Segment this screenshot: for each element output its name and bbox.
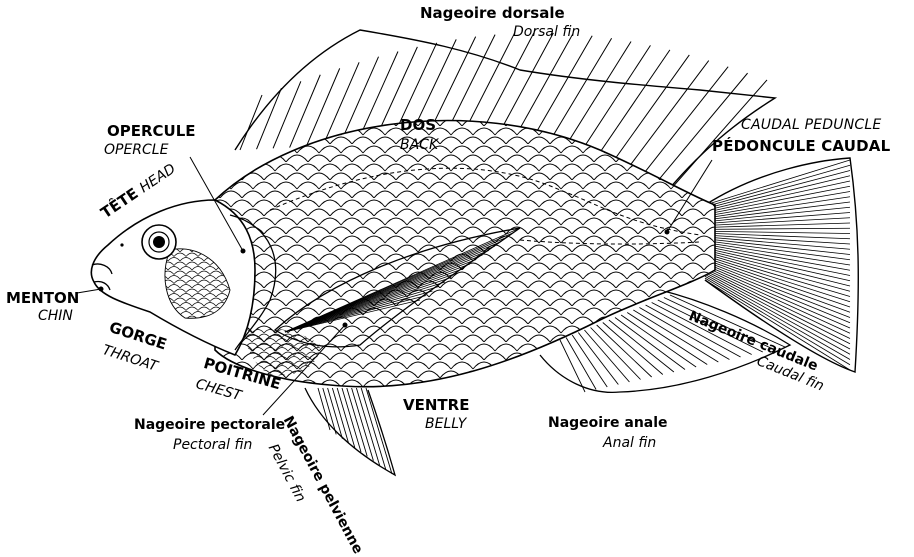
caudal-fin-ray — [705, 223, 850, 228]
pupil — [153, 236, 165, 248]
caudal-fin-ray — [705, 259, 850, 312]
caudal-fin-ray — [705, 250, 850, 286]
label-caudal-peduncle-en: CAUDAL PEDUNCLE — [741, 118, 881, 132]
caudal-fin-ray — [705, 244, 850, 270]
fish-illustration — [0, 0, 914, 543]
label-pectoral-fr: Nageoire pectorale — [134, 418, 285, 432]
label-opercle-fr: OPERCULE — [107, 124, 196, 139]
caudal-fin-ray — [705, 171, 850, 209]
pelvic-fin-ray — [337, 388, 355, 448]
pelvic-fin-ray — [332, 388, 348, 443]
label-chin-fr: MENTON — [6, 291, 79, 306]
leader-chin — [77, 289, 101, 293]
marker-peduncle — [665, 230, 670, 235]
caudal-fin-ray — [705, 246, 850, 275]
caudal-fin-ray — [705, 235, 850, 244]
caudal-fin-ray — [705, 254, 850, 297]
marker-chin — [99, 287, 104, 292]
nostril — [120, 243, 123, 246]
pelvic-fin-ray — [361, 388, 386, 470]
label-back-fr: DOS — [400, 118, 436, 133]
label-back-en: BACK — [400, 138, 438, 152]
anal-fin-ray — [597, 325, 652, 377]
dorsal-fin-ray — [240, 95, 262, 150]
caudal-fin-ray — [705, 237, 850, 249]
caudal-fin-ray — [705, 241, 850, 260]
label-dorsal-en: Dorsal fin — [513, 25, 580, 39]
caudal-fin-ray — [705, 258, 850, 308]
caudal-fin-ray — [705, 228, 850, 229]
caudal-fin-ray — [705, 265, 850, 328]
label-belly-en: BELLY — [425, 417, 466, 431]
dorsal-fin-ray — [637, 67, 728, 182]
label-anal-en: Anal fin — [603, 436, 656, 450]
label-chin-en: CHIN — [38, 309, 73, 323]
caudal-fin-ray — [705, 160, 850, 205]
label-pectoral-en: Pectoral fin — [173, 438, 252, 452]
caudal-fin-ray — [705, 252, 850, 291]
caudal-fin-ray — [705, 248, 850, 281]
caudal-fin-ray — [705, 233, 850, 239]
caudal-fin-ray — [705, 243, 850, 266]
label-caudal-peduncle-fr: PÉDONCULE CAUDAL — [712, 139, 890, 154]
dorsal-fin-ray — [290, 75, 321, 148]
pelvic-fin — [318, 388, 392, 474]
fish-anatomy-diagram: Nageoire dorsale Dorsal fin CAUDAL PEDUN… — [0, 0, 914, 543]
label-opercle-en: OPERCLE — [104, 143, 168, 157]
dorsal-fin-ray — [670, 80, 767, 190]
dorsal-fin-ray — [604, 55, 689, 175]
caudal-fin-ray — [705, 263, 850, 323]
caudal-fin-ray — [705, 261, 850, 317]
anal-fin-ray — [584, 330, 629, 382]
caudal-fin-ray — [705, 202, 850, 220]
dorsal-fin-ray — [273, 81, 301, 148]
caudal-fin-ray — [705, 192, 850, 217]
dorsal-fin-ray — [306, 68, 340, 146]
pelvic-fin-ray — [366, 388, 392, 474]
caudal-fin-ray — [705, 239, 850, 255]
anal-fin-ray — [591, 328, 641, 380]
label-anal-fr: Nageoire anale — [548, 416, 668, 430]
pelvic-fin-ray — [352, 388, 374, 461]
pelvic-fin-ray — [342, 388, 361, 452]
pelvic-fin-ray — [356, 388, 379, 465]
marker-pectoral — [343, 323, 348, 328]
label-belly-fr: VENTRE — [403, 398, 469, 413]
caudal-fin-ray — [705, 231, 850, 233]
marker-opercle — [241, 249, 246, 254]
dorsal-fin-ray — [257, 88, 282, 149]
label-dorsal-fr: Nageoire dorsale — [420, 6, 565, 21]
